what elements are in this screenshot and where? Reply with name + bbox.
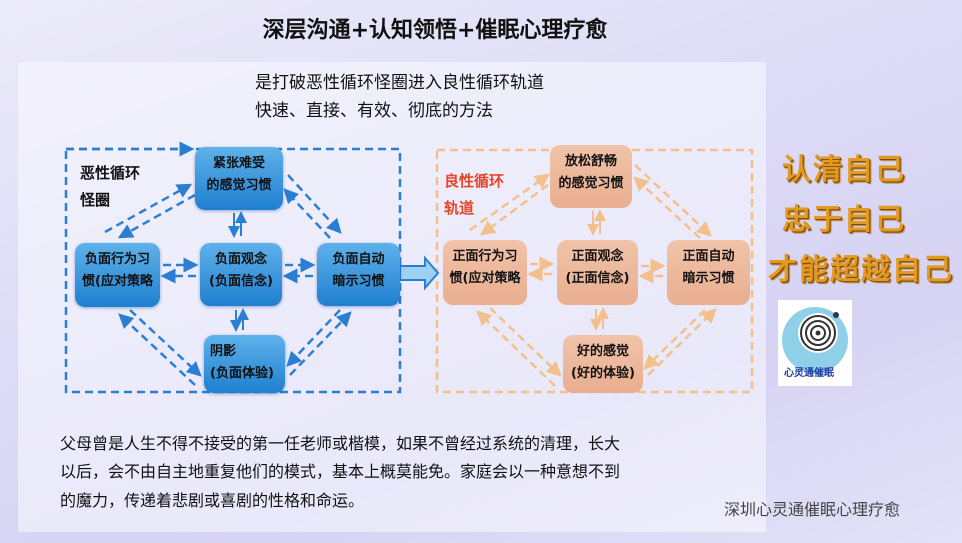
body-text-line-2: 以后，会不由自主地重复他们的模式，基本上概莫能免。家庭会以一种意想不到 [60,462,621,481]
slogan-2: 忠于自己 [782,202,907,236]
logo: 心灵通催眠 [778,300,852,386]
subtitle-line-1: 是打破恶性循环怪圈进入良性循环轨道 [255,73,544,93]
vicious-cycle-label: 恶性循环怪圈 [80,164,141,209]
virtuous-bottom-node: 好的感觉(好的体验) [563,335,643,393]
slogan-3: 才能超越自己 [768,252,955,286]
virtuous-top-node: 放松舒畅的感觉习惯 [550,145,632,208]
watermark: 深圳心灵通催眠心理疗愈 [724,500,901,519]
virtuous-center-node: 正面观念(正面信念) [557,240,638,305]
body-text-line-1: 父母曾是人生不得不接受的第一任老师或楷模，如果不曾经过系统的清理，长大 [60,434,621,453]
slogan-1: 认清自己 [782,152,907,186]
vicious-top-node: 紧张难受的感觉习惯 [195,147,283,210]
virtuous-right-node: 正面自动暗示习惯 [667,240,750,305]
logo-text: 心灵通催眠 [784,368,834,379]
hypnosis-head-icon [782,307,848,373]
vicious-bottom-node: 阴影(负面体验) [204,335,285,393]
vicious-right-node: 负面自动暗示习惯 [317,243,400,306]
vicious-center-node: 负面观念(负面信念) [200,243,282,306]
virtuous-left-node: 正面行为习惯(应对策略 [443,240,527,305]
body-text-line-3: 的魔力，传递着悲剧或喜剧的性格和命运。 [60,491,365,510]
virtuous-cycle-label: 良性循环轨道 [444,172,505,217]
vicious-left-node: 负面行为习惯(应对策略 [75,243,160,307]
transition-arrow [399,255,440,291]
page-title: 深层沟通+认知领悟+催眠心理疗愈 [262,18,608,43]
subtitle-line-2: 快速、直接、有效、彻底的方法 [255,101,493,121]
